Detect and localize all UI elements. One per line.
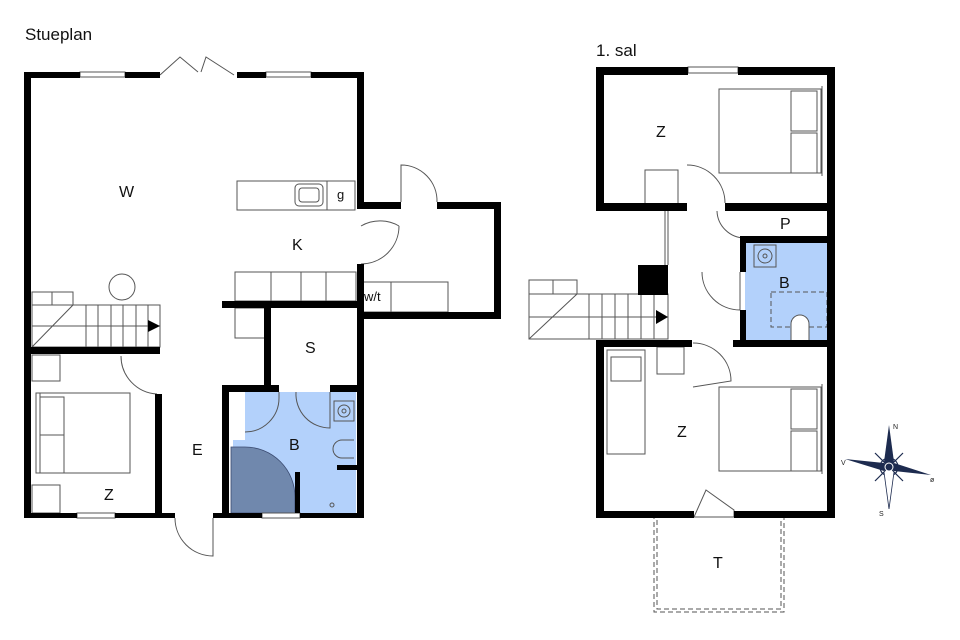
compass-west-label: V <box>841 460 846 467</box>
label-washer-dryer: w/t <box>363 289 381 304</box>
room-label-bedroom-south: Z <box>677 424 687 441</box>
double-bed-north <box>718 88 822 174</box>
toilet-icon <box>332 439 354 459</box>
room-label-entrance: E <box>192 442 203 459</box>
room-label-living: W <box>119 184 135 201</box>
room-label-upper-bathroom: B <box>779 275 790 292</box>
compass-north-label: N <box>893 424 898 431</box>
terrace-outline <box>653 516 785 613</box>
room-label-closet: P <box>780 216 791 233</box>
ground-floor-plan: W K g w/t S B E Z <box>24 56 501 557</box>
room-label-bedroom-north: Z <box>656 124 666 141</box>
room-label-terrace: T <box>713 555 723 572</box>
compass-rose-icon: N S V ø <box>841 424 935 518</box>
first-floor-plan: Z P B Z T <box>528 66 835 613</box>
bath-sink-icon <box>333 400 355 422</box>
double-bed-south <box>718 386 822 472</box>
ground-floor-title: Stueplan <box>25 25 93 44</box>
room-label-bathroom: B <box>289 437 300 454</box>
label-g: g <box>337 187 344 202</box>
kitchen-counter-bottom <box>234 271 357 302</box>
compass-south-label: S <box>879 511 884 518</box>
compass-east-label: ø <box>930 477 935 484</box>
shower-area <box>230 446 296 514</box>
terrace-door <box>159 56 235 76</box>
single-bed <box>606 349 646 455</box>
round-table <box>108 273 136 301</box>
room-label-kitchen: K <box>292 237 303 254</box>
kitchen-counter-top <box>236 180 356 211</box>
room-label-storage: S <box>305 340 316 357</box>
double-bed <box>35 392 131 474</box>
room-label-bedroom: Z <box>104 487 114 504</box>
sink-icon <box>294 183 324 207</box>
upper-toilet-icon <box>790 314 810 340</box>
first-floor-title: 1. sal <box>596 41 637 60</box>
upper-bath-sink-icon <box>753 244 777 268</box>
